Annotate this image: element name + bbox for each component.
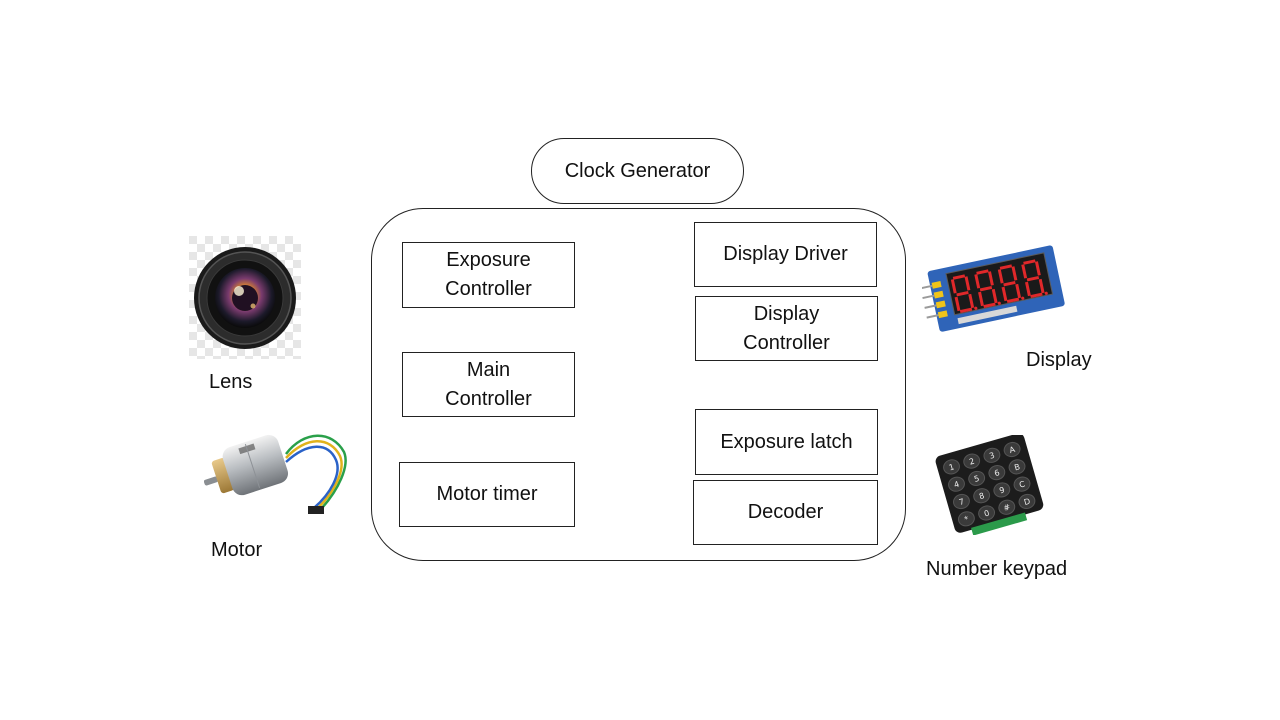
keypad-key xyxy=(988,465,1006,481)
motor-timer-label: Motor timer xyxy=(436,483,538,505)
exposure-controller-label-line2: Controller xyxy=(445,278,532,300)
keypad-key xyxy=(973,488,991,504)
keypad-key xyxy=(1008,459,1026,475)
keypad-key xyxy=(983,447,1001,463)
main-controller-label-line2: Controller xyxy=(445,387,532,410)
main-controller-block: Main Controller xyxy=(402,352,575,417)
keypad-key-label: 4 xyxy=(953,480,960,490)
exposure-controller-block: Exposure Controller xyxy=(402,242,575,308)
motor-label: Motor xyxy=(211,539,263,561)
keypad-key xyxy=(1003,441,1021,458)
lens-image xyxy=(189,236,301,359)
display-driver-block: Display Driver xyxy=(694,222,877,287)
motor-image xyxy=(204,434,347,514)
keypad-key xyxy=(1013,476,1031,492)
display-controller-label-line1: Display xyxy=(753,302,820,325)
keypad-key-label: 8 xyxy=(978,491,985,501)
keypad-key xyxy=(968,470,986,487)
keypad-key-label: 3 xyxy=(988,451,995,461)
keypad-key-label: D xyxy=(1023,497,1031,507)
keypad-key xyxy=(953,493,970,510)
display-driver-label: Display Driver xyxy=(723,243,848,265)
keypad-key xyxy=(993,482,1011,498)
keypad-key-label: A xyxy=(1008,445,1016,455)
keypad-key-label: 6 xyxy=(993,468,1000,478)
keypad-image: 1 2 3 A 4 5 6 B 7 8 9 C * 0 # D xyxy=(935,435,1044,535)
display-label: Display xyxy=(1026,349,1092,371)
exposure-latch-block: Exposure latch xyxy=(695,409,878,475)
display-controller-label-line2: Controller xyxy=(743,331,830,354)
keypad-key xyxy=(948,476,965,492)
main-controller-label-line1: Main xyxy=(466,358,511,381)
keypad-key-label: 5 xyxy=(973,474,980,484)
keypad-key-label: 9 xyxy=(998,485,1005,495)
decoder-block: Decoder xyxy=(693,480,878,545)
keypad-key-label: * xyxy=(963,514,969,524)
clock-generator-label: Clock Generator xyxy=(564,159,711,182)
keypad-key-label: 2 xyxy=(968,457,975,467)
keypad-key xyxy=(957,511,975,527)
keypad-key xyxy=(998,499,1016,515)
keypad-key-label: 1 xyxy=(948,462,955,472)
keypad-label: Number keypad xyxy=(926,558,1068,580)
keypad-key-label: # xyxy=(1002,502,1011,513)
keypad-key xyxy=(963,453,981,469)
keypad-key xyxy=(1018,493,1036,510)
keypad-key-label: 0 xyxy=(983,508,990,518)
display-controller-block: Display Controller xyxy=(695,296,878,361)
keypad-key-label: B xyxy=(1013,462,1021,472)
decoder-label: Decoder xyxy=(747,501,824,523)
keypad-key-label: 7 xyxy=(958,497,965,507)
exposure-latch-label: Exposure latch xyxy=(720,430,853,453)
motor-timer-block: Motor timer xyxy=(399,462,575,527)
clock-generator-block: Clock Generator xyxy=(531,138,744,204)
keypad-key xyxy=(978,505,996,521)
exposure-controller-label-line1: Exposure xyxy=(446,249,531,271)
keypad-key xyxy=(943,459,960,475)
lens-label: Lens xyxy=(209,371,253,393)
keypad-key-label: C xyxy=(1018,479,1026,489)
display-module-image xyxy=(922,245,1065,332)
